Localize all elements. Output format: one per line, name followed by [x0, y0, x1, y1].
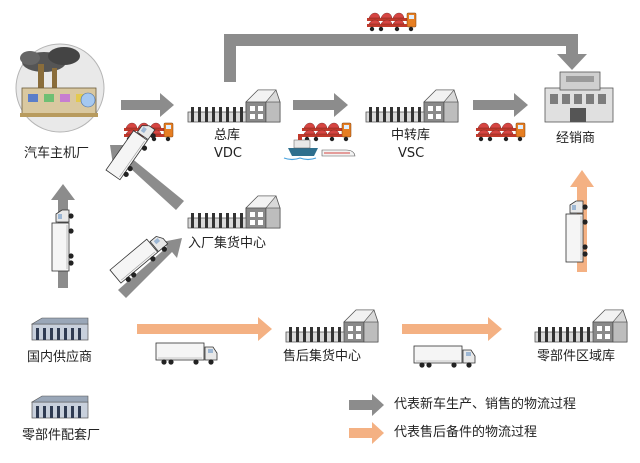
arrow-aftersales-hub-to-regional	[402, 317, 502, 341]
supplier-warehouse-icon	[31, 395, 89, 419]
car-carrier-truck-icon	[475, 122, 526, 142]
legend-aftersales-label: 代表售后备件的物流过程	[394, 425, 538, 440]
dealer-label: 经销商	[556, 131, 596, 146]
oem-label: 汽车主机厂	[24, 146, 90, 161]
vsc-label-line2: VSC	[398, 146, 425, 161]
warehouse-icon	[187, 89, 281, 123]
dealer-building-icon	[544, 71, 614, 123]
warehouse-icon	[365, 89, 459, 123]
domestic-supplier-label: 国内供应商	[27, 350, 93, 365]
arrow-oem-to-vdc	[121, 93, 174, 117]
parts-factory-label: 零部件配套厂	[22, 428, 101, 443]
warehouse-icon	[285, 309, 379, 343]
warehouse-icon	[187, 195, 281, 229]
ship-and-train-icon	[283, 134, 356, 161]
vdc-label-line1: 总库	[214, 128, 241, 143]
box-truck-icon	[413, 345, 476, 369]
aftersales-hub-label: 售后集货中心	[283, 349, 362, 364]
arrow-supplier-to-aftersales-hub	[137, 317, 272, 341]
factory-icon	[15, 43, 105, 133]
box-truck-icon	[51, 209, 75, 272]
legend-new-car-label: 代表新车生产、销售的物流过程	[394, 397, 577, 412]
arrow-supplier-to-hub	[118, 238, 182, 298]
regional-parts-label: 零部件区域库	[537, 349, 616, 364]
car-carrier-truck-icon	[301, 122, 352, 142]
supplier-warehouse-icon	[31, 317, 89, 341]
car-carrier-truck-icon	[366, 12, 417, 32]
legend-peach-arrow	[349, 422, 384, 444]
arrow-vdc-to-vsc	[293, 93, 348, 117]
vsc-label-line1: 中转库	[391, 128, 431, 143]
top-loop-arrow	[224, 34, 587, 82]
arrow-vsc-to-dealer	[473, 93, 528, 117]
warehouse-icon	[534, 309, 628, 343]
inbound-hub-label: 入厂集货中心	[188, 236, 267, 251]
box-truck-icon	[155, 342, 218, 366]
legend-grey-arrow	[349, 394, 384, 416]
vdc-label-line2: VDC	[214, 146, 242, 161]
